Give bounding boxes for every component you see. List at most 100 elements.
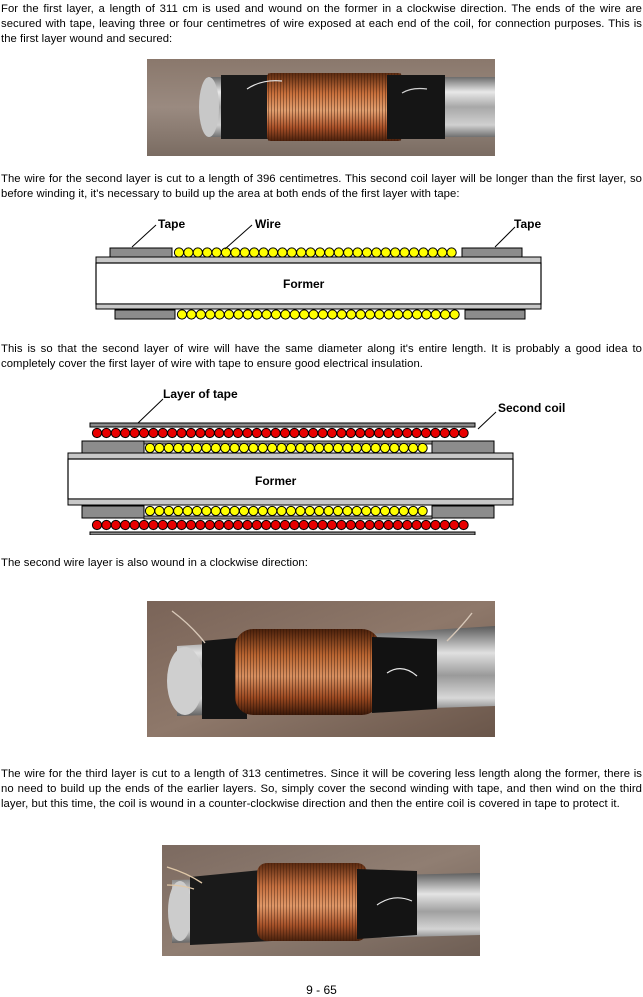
wire-cross-section	[267, 442, 278, 454]
wire-cross-section	[223, 427, 234, 439]
wire-cross-section	[176, 519, 187, 531]
wire-cross-section	[393, 309, 404, 320]
diagram-tape-buildup: Tape Wire Tape Former	[90, 213, 560, 325]
wire-cross-section	[257, 505, 268, 517]
wire-cross-section	[324, 247, 335, 258]
wire-cross-section	[251, 427, 262, 439]
wire-cross-section	[355, 309, 366, 320]
wire-cross-section	[232, 519, 244, 531]
wire-cross-section	[371, 247, 382, 258]
diagram1-former	[95, 256, 542, 310]
wire-cross-section	[242, 427, 253, 439]
wire-cross-section	[430, 519, 441, 531]
wire-cross-section	[214, 309, 225, 320]
wire-cross-section	[163, 442, 174, 454]
wire-cross-section	[230, 247, 241, 258]
wire-cross-section	[379, 442, 391, 454]
wire-cross-section	[148, 427, 159, 439]
wire-cross-section	[332, 442, 344, 454]
wire-cross-section	[248, 505, 259, 517]
diagram1-label-wire: Wire	[255, 217, 281, 231]
diagram2-tape-layers	[81, 422, 495, 535]
wire-cross-section	[210, 505, 221, 517]
wire-cross-section	[182, 442, 193, 454]
wire-cross-section	[296, 247, 307, 258]
diagram2-label-second-coil: Second coil	[498, 401, 565, 415]
wire-cross-section	[402, 427, 413, 439]
wire-cross-section	[279, 427, 291, 439]
wire-cross-section	[110, 519, 121, 531]
wire-cross-section	[183, 247, 194, 258]
wire-cross-section	[201, 442, 212, 454]
diagram1-label-tape-left: Tape	[158, 217, 185, 231]
wire-cross-section	[446, 247, 457, 258]
wire-cross-section	[204, 519, 215, 531]
diagram2-former	[67, 452, 514, 506]
wire-cross-section	[204, 427, 215, 439]
wire-cross-section	[185, 519, 197, 531]
wire-cross-section	[336, 427, 347, 439]
wire-cross-section	[157, 427, 168, 439]
paragraph-insulation: This is so that the second layer of wire…	[1, 343, 642, 370]
wire-cross-section	[304, 505, 315, 517]
wire-cross-section	[286, 247, 297, 258]
wire-cross-section	[267, 247, 279, 258]
wire-cross-section	[214, 427, 225, 439]
wire-cross-section	[276, 442, 287, 454]
wire-cross-section	[392, 427, 403, 439]
wire-cross-section	[364, 519, 375, 531]
wire-cross-section	[138, 427, 150, 439]
wire-cross-section	[389, 505, 400, 517]
wire-cross-section	[317, 309, 329, 320]
wire-cross-section	[402, 519, 413, 531]
wire-cross-section	[252, 309, 263, 320]
wire-cross-section	[370, 442, 381, 454]
wire-cross-section	[176, 309, 188, 320]
wire-cross-section	[333, 247, 344, 258]
wire-cross-section	[242, 519, 253, 531]
wire-cross-section	[399, 247, 410, 258]
wire-cross-section	[276, 505, 287, 517]
wire-cross-section	[417, 442, 428, 454]
wire-cross-section	[299, 309, 310, 320]
wire-cross-section	[233, 309, 244, 320]
wire-cross-section	[182, 505, 193, 517]
photo-second-layer-coil	[147, 601, 495, 737]
wire-cross-section	[345, 427, 356, 439]
wire-cross-section	[285, 442, 297, 454]
paragraph-first-layer: For the first layer, a length of 311 cm …	[1, 3, 642, 45]
wire-cross-section	[129, 427, 140, 439]
wire-cross-section	[355, 519, 366, 531]
wire-cross-section	[214, 519, 225, 531]
wire-cross-section	[317, 519, 328, 531]
wire-cross-section	[192, 247, 203, 258]
wire-cross-section	[392, 519, 403, 531]
wire-cross-section	[261, 309, 272, 320]
wire-cross-section	[417, 505, 428, 517]
wire-cross-section	[229, 505, 240, 517]
wire-cross-section	[373, 519, 385, 531]
wire-cross-section	[390, 247, 401, 258]
wire-cross-section	[430, 427, 441, 439]
wire-cross-section	[195, 427, 206, 439]
wire-cross-section	[421, 309, 432, 320]
wire-cross-section	[398, 505, 409, 517]
wire-cross-section	[91, 519, 103, 531]
diagram2-first-coil-top-row	[144, 442, 428, 454]
wire-cross-section	[440, 309, 451, 320]
wire-cross-section	[202, 247, 213, 258]
wire-cross-section	[370, 505, 381, 517]
wire-cross-section	[101, 427, 112, 439]
wire-cross-section	[346, 309, 357, 320]
wire-cross-section	[326, 519, 338, 531]
wire-cross-section	[110, 427, 121, 439]
wire-cross-section	[449, 427, 460, 439]
wire-cross-section	[427, 247, 438, 258]
wire-cross-section	[380, 247, 391, 258]
wire-cross-section	[295, 505, 306, 517]
wire-cross-section	[232, 427, 244, 439]
diagram2-label-former: Former	[255, 474, 297, 488]
wire-cross-section	[251, 519, 262, 531]
wire-cross-section	[420, 519, 432, 531]
wire-cross-section	[305, 247, 316, 258]
